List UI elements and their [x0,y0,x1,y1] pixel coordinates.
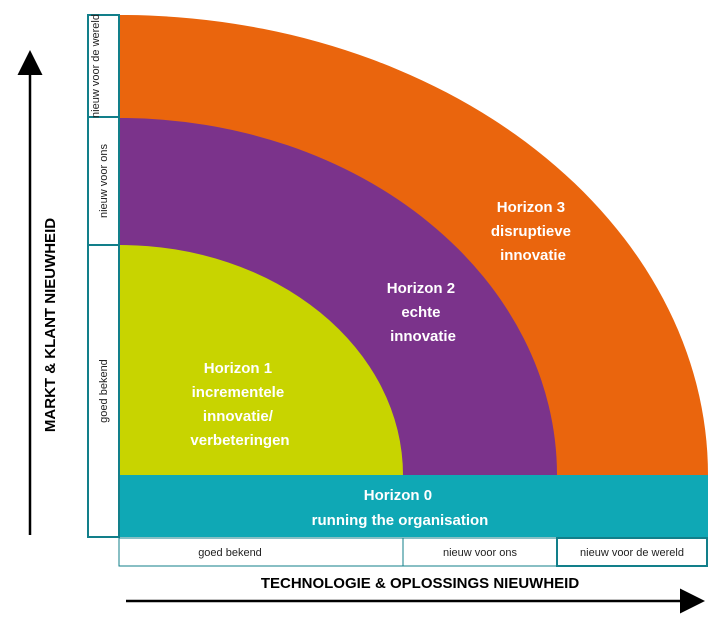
horizon-2-label: Horizon 2 echte innovatie [387,280,460,345]
horizon-0-label: Horizon 0 running the organisation [312,487,489,529]
x-level-box-us [402,537,558,567]
x-level-box-known [118,537,404,567]
y-level-world: nieuw voor de wereld [90,14,102,118]
x-axis-title: TECHNOLOGIE & OPLOSSINGS NIEUWHEID [261,575,580,592]
x-level-world: nieuw voor de wereld [580,547,684,559]
x-level-us: nieuw voor ons [443,547,517,559]
y-axis-title: MARKT & KLANT NIEUWHEID [42,218,59,432]
y-level-us: nieuw voor ons [98,144,110,218]
horizon-1-arc [120,245,403,475]
horizon-1-label: Horizon 1 incrementele innovatie/ verbet… [190,360,289,449]
horizon-3-label: Horizon 3 disruptieve innovatie [491,199,575,264]
y-level-box-known [87,244,120,538]
x-level-known: goed bekend [198,547,262,559]
horizon-0-band [120,475,708,537]
y-level-known: goed bekend [98,359,110,423]
x-level-box-world [556,537,708,567]
